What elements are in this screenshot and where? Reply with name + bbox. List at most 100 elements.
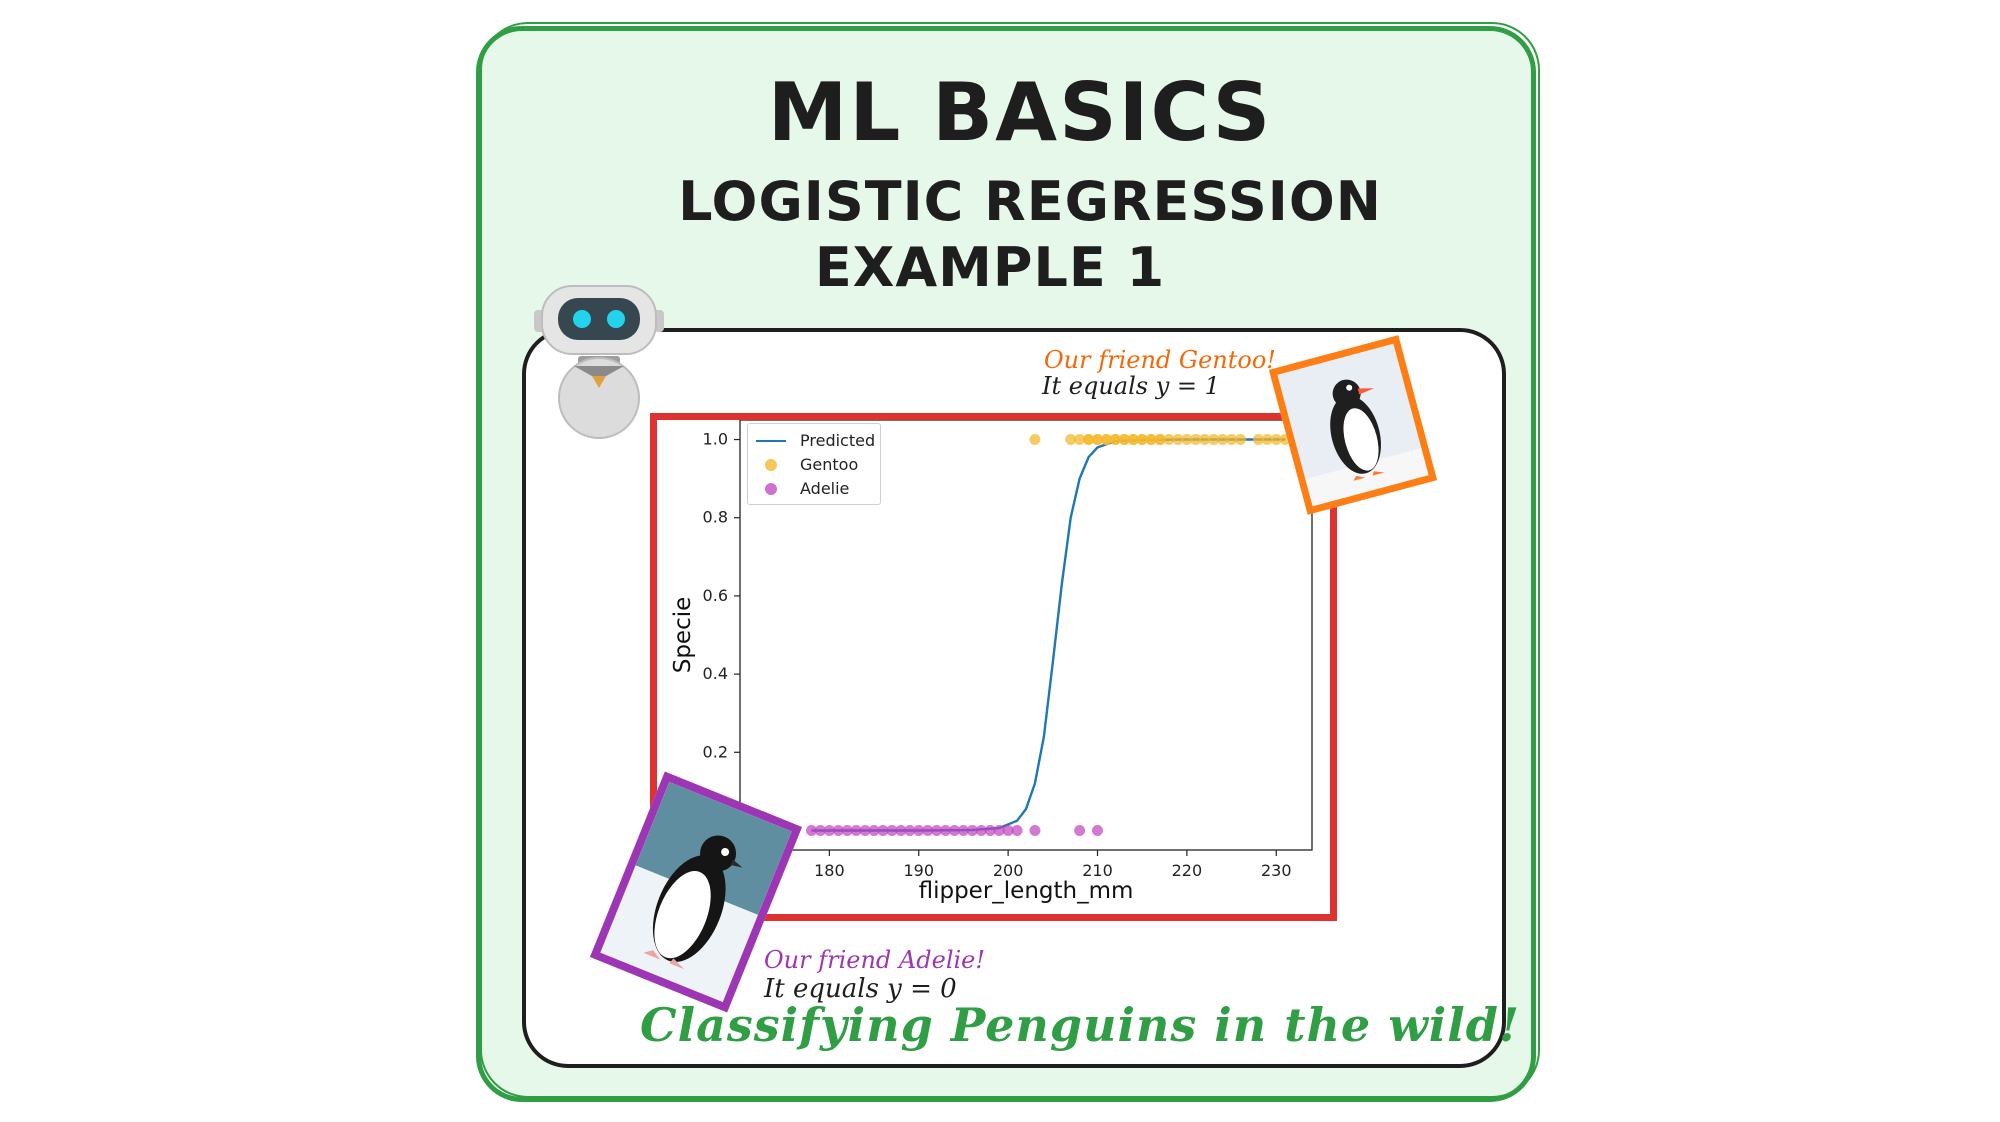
adelie-point — [1074, 824, 1086, 836]
robot-collar — [574, 366, 624, 380]
x-tick-label: 230 — [1261, 861, 1292, 880]
y-tick-label: 0.8 — [703, 508, 728, 527]
adelie-point — [841, 824, 853, 836]
legend-item-adelie: Adelie — [748, 478, 880, 500]
adelie-point — [949, 824, 960, 836]
example-label: EXAMPLE 1 — [814, 236, 1166, 299]
gentoo-penguin-photo — [1277, 343, 1429, 507]
gentoo-point — [1172, 434, 1184, 446]
adelie-point — [1002, 824, 1014, 836]
gentoo-point — [1208, 434, 1220, 446]
adelie-point — [1092, 824, 1103, 836]
gentoo-point — [1217, 434, 1229, 446]
gentoo-point — [1145, 434, 1157, 446]
gentoo-point — [1118, 434, 1130, 446]
x-tick-label: 200 — [993, 861, 1024, 880]
y-tick-label: 1.0 — [703, 430, 728, 449]
legend-swatch-gentoo — [765, 459, 777, 471]
gentoo-note-title: Our friend Gentoo! — [1044, 346, 1276, 374]
legend-swatch-adelie — [765, 483, 777, 495]
adelie-point — [877, 824, 889, 836]
adelie-point — [904, 824, 916, 836]
gentoo-point — [1252, 434, 1264, 446]
gentoo-point — [1181, 434, 1193, 446]
adelie-eye-ring — [721, 847, 730, 856]
gentoo-point — [1163, 434, 1175, 446]
y-tick-label: 0.6 — [703, 586, 728, 605]
legend-label-predicted: Predicted — [800, 431, 876, 450]
adelie-penguin-photo — [600, 781, 792, 1003]
gentoo-point — [1109, 434, 1121, 446]
gentoo-point — [1127, 434, 1139, 446]
footer-caption: Classifying Penguins in the wild! — [640, 998, 1521, 1052]
legend-label-adelie: Adelie — [800, 479, 850, 498]
adelie-point — [913, 824, 925, 836]
adelie-point — [806, 824, 817, 836]
adelie-point — [966, 824, 978, 836]
gentoo-point — [1136, 434, 1148, 446]
gentoo-point — [1190, 434, 1202, 446]
gentoo-beak — [1357, 388, 1375, 395]
adelie-head — [700, 835, 737, 872]
gentoo-point — [1261, 434, 1273, 446]
adelie-note-title: Our friend Adelie! — [764, 946, 986, 974]
robot-icon — [534, 285, 664, 439]
adelie-point — [814, 824, 826, 836]
adelie-point — [984, 824, 996, 836]
adelie-point — [1011, 824, 1023, 836]
gentoo-point — [1065, 434, 1077, 446]
adelie-point — [859, 824, 871, 836]
gentoo-point — [1154, 434, 1166, 446]
robot-eye-right — [607, 310, 625, 328]
robot-body — [558, 357, 640, 439]
y-tick-label: 0.4 — [703, 664, 728, 683]
adelie-point — [868, 824, 880, 836]
adelie-point — [931, 824, 943, 836]
adelie-point — [1029, 824, 1041, 836]
adelie-point — [850, 824, 862, 836]
adelie-point — [823, 824, 835, 836]
adelie-point — [993, 824, 1005, 836]
gentoo-photo-card — [1268, 335, 1438, 515]
adelie-point — [940, 824, 952, 836]
x-tick-label: 220 — [1172, 861, 1203, 880]
gentoo-point — [1092, 434, 1103, 446]
page-subtitle: LOGISTIC REGRESSION — [678, 170, 1382, 233]
gentoo-feet — [1353, 471, 1385, 481]
gentoo-point — [1199, 434, 1211, 446]
gentoo-point — [1083, 434, 1095, 446]
page-title: ML BASICS — [767, 66, 1273, 159]
gentoo-note-value: It equals y = 1 — [1042, 372, 1220, 400]
x-tick-label: 190 — [903, 861, 934, 880]
gentoo-point — [1074, 434, 1086, 446]
gentoo-photo-snow — [1305, 448, 1429, 507]
robot-eye-left — [573, 310, 591, 328]
gentoo-point — [1100, 434, 1112, 446]
legend-item-gentoo: Gentoo — [748, 454, 880, 476]
gentoo-head — [1332, 379, 1361, 408]
legend-item-predicted: Predicted — [748, 430, 880, 452]
adelie-belly — [654, 871, 711, 959]
adelie-point — [895, 824, 907, 836]
robot-visor — [558, 298, 640, 340]
legend-label-gentoo: Gentoo — [800, 455, 859, 474]
adelie-note-value: It equals y = 0 — [764, 974, 957, 1004]
x-axis-label: flipper_length_mm — [919, 878, 1134, 904]
y-axis-ticks: 0.2 0.4 0.6 0.8 1.0 — [703, 430, 740, 761]
y-axis-label: Specie — [670, 597, 696, 674]
robot-badge — [592, 376, 606, 388]
y-tick-label: 0.2 — [703, 742, 728, 761]
gentoo-point — [1029, 434, 1041, 446]
adelie-point — [975, 824, 987, 836]
gentoo-eye-patch — [1346, 384, 1353, 391]
adelie-point — [957, 824, 969, 836]
gentoo-point — [1270, 434, 1282, 446]
adelie-photo-card — [589, 771, 803, 1013]
gentoo-belly — [1343, 408, 1379, 471]
gentoo-point — [1235, 434, 1246, 446]
x-tick-label: 180 — [814, 861, 845, 880]
chart-highlight-frame — [650, 413, 1337, 921]
adelie-point — [832, 824, 844, 836]
adelie-point — [886, 824, 898, 836]
